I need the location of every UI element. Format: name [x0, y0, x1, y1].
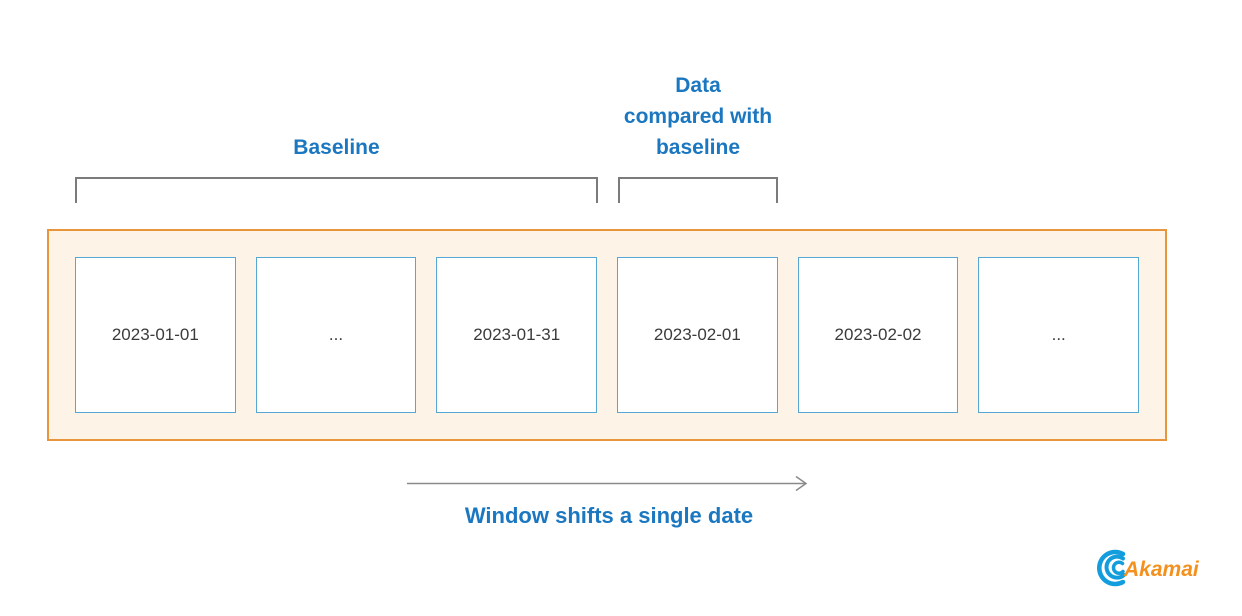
window-shift-caption: Window shifts a single date [464, 503, 754, 528]
date-box-2: ... [255, 257, 417, 413]
date-box-6: ... [978, 257, 1140, 413]
akamai-logo-text: Akamai [1123, 558, 1200, 581]
compared-bracket [618, 177, 778, 203]
compared-with-baseline-label: Data compared with baseline [623, 74, 773, 159]
akamai-logo: Akamai [1097, 549, 1200, 587]
shift-arrow-icon [407, 475, 808, 492]
baseline-label: Baseline [293, 136, 380, 159]
date-box-4: 2023-02-01 [617, 257, 778, 413]
sliding-window-container: 2023-01-01 ... 2023-01-31 2023-02-01 202… [47, 229, 1167, 441]
date-box-5: 2023-02-02 [797, 257, 959, 413]
baseline-bracket [75, 177, 598, 203]
date-box-3: 2023-01-31 [436, 257, 598, 413]
date-box-1: 2023-01-01 [75, 257, 236, 413]
